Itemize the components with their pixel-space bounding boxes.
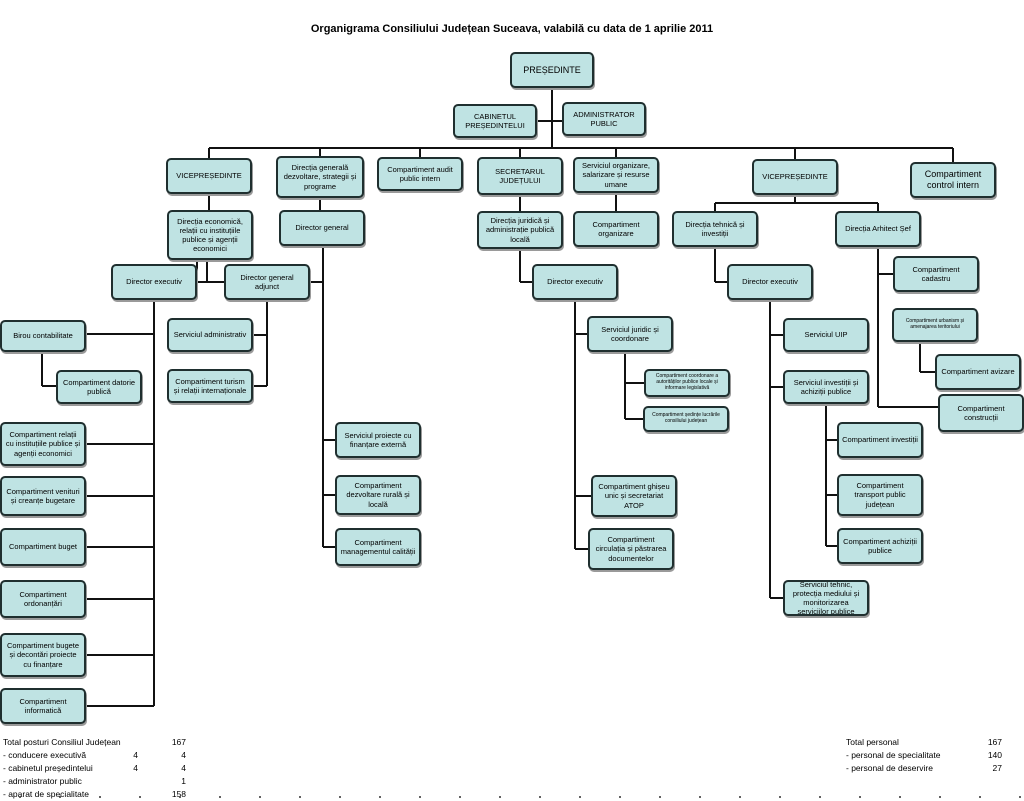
org-box-compartiment-organizare: Compartiment organizare <box>573 211 659 247</box>
org-box-directia-generala-dezvoltare: Direcția generală dezvoltare, strategii … <box>276 156 364 198</box>
org-box-directia-juridica: Direcția juridică și administrație publi… <box>477 211 563 249</box>
org-box-secretarul-judetului: SECRETARUL JUDEȚULUI <box>477 157 563 195</box>
org-box-presedinte: PREȘEDINTE <box>510 52 594 88</box>
org-box-director-general-adjunct: Director general adjunct <box>224 264 310 300</box>
org-box-compartiment-urbanism: Compartiment urbanism și amenajarea teri… <box>892 308 978 342</box>
org-box-compartiment-buget: Compartiment buget <box>0 528 86 566</box>
stat-left-label: - administrator public <box>3 776 82 786</box>
org-box-serviciul-organizare-salarizare: Serviciul organizare, salarizare și resu… <box>573 157 659 193</box>
stat-left-value-b: 1 <box>181 776 186 786</box>
stat-right-label: - personal de deservire <box>846 763 933 773</box>
org-box-compartiment-informatica: Compartiment informatică <box>0 688 86 724</box>
org-box-compartiment-avizare: Compartiment avizare <box>935 354 1021 390</box>
stat-left-value-b: 167 <box>171 737 186 747</box>
org-box-compartiment-dezvoltare-rurala: Compartiment dezvoltare rurală și locală <box>335 475 421 515</box>
stat-right-label: Total personal <box>846 737 899 747</box>
org-box-compartiment-datorie-publica: Compartiment datorie publică <box>56 370 142 404</box>
org-box-compartiment-management-calitate: Compartiment managementul calității <box>335 528 421 566</box>
stat-left-label: - conducere executivă <box>3 750 87 760</box>
stat-left-value-a: 4 <box>133 750 138 760</box>
org-box-administrator-public: ADMINISTRATOR PUBLIC <box>562 102 646 136</box>
org-box-serviciul-investitii-achizitii: Serviciul investiții și achiziții public… <box>783 370 869 404</box>
stat-right-value: 167 <box>987 737 1002 747</box>
org-box-director-executiv-2: Director executiv <box>532 264 618 300</box>
org-box-director-executiv-3: Director executiv <box>727 264 813 300</box>
org-box-compartiment-audit-public-intern: Compartiment audit public intern <box>377 157 463 191</box>
org-box-directia-tehnica: Direcția tehnică și investiții <box>672 211 758 247</box>
org-box-compartiment-ordonantari: Compartiment ordonanțări <box>0 580 86 618</box>
org-box-birou-contabilitate: Birou contabilitate <box>0 320 86 352</box>
chart-title: Organigrama Consiliului Județean Suceava… <box>310 23 714 35</box>
org-box-directia-arhitect-sef: Direcția Arhitect Șef <box>835 211 921 247</box>
stat-left-value-b: 4 <box>181 750 186 760</box>
org-box-cabinetul-presedintelui: CABINETUL PREȘEDINTELUI <box>453 104 537 138</box>
org-box-compartiment-constructii: Compartiment construcții <box>938 394 1024 432</box>
org-box-compartiment-transport: Compartiment transport public județean <box>837 474 923 516</box>
org-box-compartiment-sedinte: Compartiment ședințe lucrările consiliul… <box>643 406 729 432</box>
org-box-serviciul-juridic: Serviciul juridic și coordonare <box>587 316 673 352</box>
org-box-vicepresedinte-1: VICEPREȘEDINTE <box>166 158 252 194</box>
org-box-compartiment-turism: Compartiment turism și relații internați… <box>167 369 253 403</box>
org-box-directia-economica: Direcția economică, relații cu instituți… <box>167 210 253 260</box>
stat-left-label: Total posturi Consiliul Județean <box>3 737 121 747</box>
stat-right-label: - personal de specialitate <box>846 750 941 760</box>
stat-left-value-a: 4 <box>133 763 138 773</box>
org-box-compartiment-control-intern: Compartiment control intern <box>910 162 996 198</box>
org-box-compartiment-ghiseu-unic: Compartiment ghișeu unic și secretariat … <box>591 475 677 517</box>
org-box-serviciul-administrativ: Serviciul administrativ <box>167 318 253 352</box>
stat-right-value: 140 <box>987 750 1002 760</box>
org-box-compartiment-cadastru: Compartiment cadastru <box>893 256 979 292</box>
org-box-compartiment-investitii: Compartiment investiții <box>837 422 923 458</box>
org-box-director-executiv-1: Director executiv <box>111 264 197 300</box>
stat-right-value: 27 <box>992 763 1002 773</box>
org-box-compartiment-coordonare-autoritati: Compartiment coordonare a autorităților … <box>644 369 730 397</box>
org-box-compartiment-relatii-institutii: Compartiment relații cu instituțiile pub… <box>0 422 86 466</box>
dotted-footer-line <box>0 794 1024 800</box>
org-box-compartiment-achizitii-publice: Compartiment achiziții publice <box>837 528 923 564</box>
org-box-serviciul-uip: Serviciul UIP <box>783 318 869 352</box>
stat-left-label: - cabinetul președintelui <box>3 763 93 773</box>
stat-left-value-b: 4 <box>181 763 186 773</box>
org-box-compartiment-venituri: Compartiment venituri și creanțe bugetar… <box>0 476 86 516</box>
org-box-serviciul-tehnic: Serviciul tehnic, protecția mediului și … <box>783 580 869 616</box>
org-box-compartiment-bugete-decontari: Compartiment bugete și decontări proiect… <box>0 633 86 677</box>
org-box-director-general: Director general <box>279 210 365 246</box>
org-box-compartiment-circulatie-documente: Compartiment circulația și păstrarea doc… <box>588 528 674 570</box>
org-box-serviciul-proiecte: Serviciul proiecte cu finanțare externă <box>335 422 421 458</box>
org-box-vicepresedinte-2: VICEPREȘEDINTE <box>752 159 838 195</box>
